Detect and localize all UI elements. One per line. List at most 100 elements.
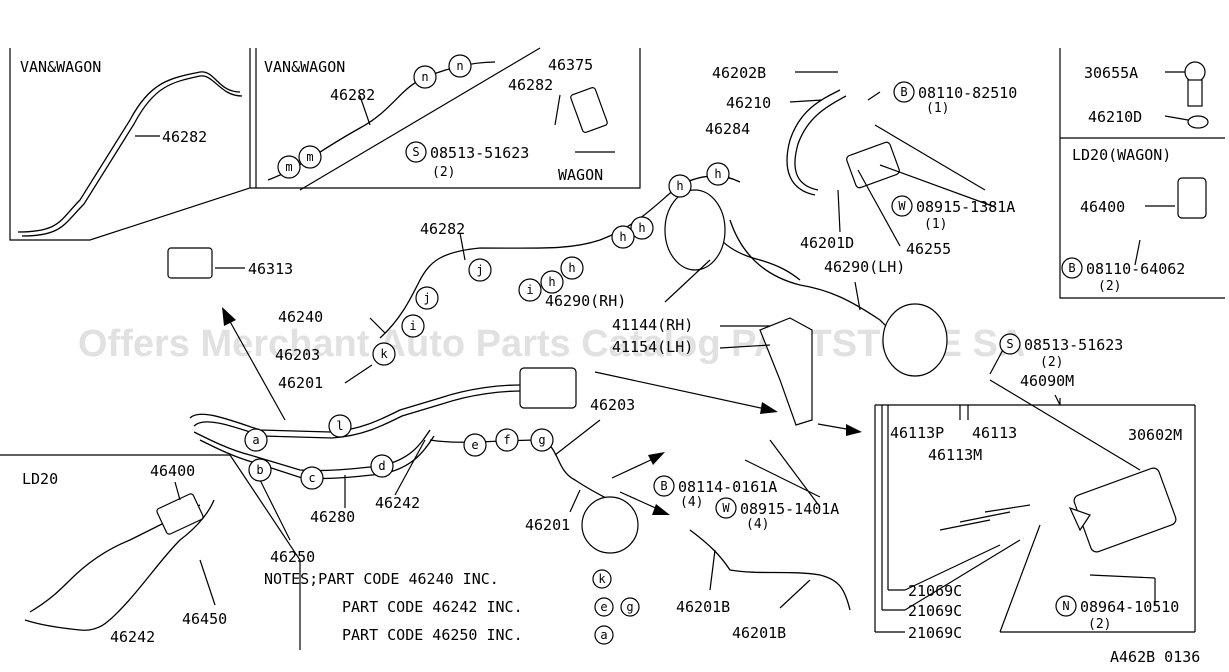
prefix-b-08114-0161a [653,475,675,497]
svg-text:B: B [1068,261,1075,275]
clip-markers: a b c d e f g h h h h h h i i j j k l m … [244,54,730,490]
prefix-w-08915-1401a [715,497,737,519]
label-46282-c: 46282 [508,76,553,94]
prefix-s-top [405,141,427,163]
label-41154-lh: 41154(LH) [612,338,693,356]
label-46280: 46280 [310,508,355,526]
prefix-b-08110-64062 [1061,257,1083,279]
prefix-n-08964-10510 [1055,595,1077,617]
label-08114-0161a: 08114-0161A [678,478,777,496]
label-08964-10510: 08964-10510 [1080,598,1179,616]
svg-text:f: f [503,433,510,447]
label-08513-top-qty: (2) [432,165,455,180]
svg-text:g: g [538,433,545,447]
svg-text:h: h [568,261,575,275]
detail-box-46090m [874,398,1196,633]
note-line-2-code-a: e [600,600,607,614]
label-46201b-b: 46201B [732,624,786,642]
svg-text:i: i [526,283,533,297]
label-08114-0161a-qty: (4) [680,495,703,510]
clip-k [372,342,396,366]
svg-text:n: n [421,70,428,84]
svg-text:B: B [900,85,907,99]
label-46090m: 46090M [1020,372,1074,390]
clip-c [300,466,324,490]
clip-h-1 [668,174,692,198]
arrows [222,307,862,515]
label-46113: 46113 [972,424,1017,442]
clip-m-2 [298,145,322,169]
svg-text:b: b [256,463,263,477]
clip-d [370,454,394,478]
label-08915-1401a-qty: (4) [746,517,769,532]
label-46201d: 46201D [800,234,854,252]
label-46250: 46250 [270,548,315,566]
notes: NOTES;PART CODE 46240 INC. k PART CODE 4… [264,569,640,645]
svg-text:h: h [548,275,555,289]
label-46203-b: 46203 [590,396,635,414]
right-panels [1059,48,1225,299]
note-line-3: PART CODE 46250 INC. [342,626,523,644]
parts-shapes [156,61,1209,554]
prefix-s-mid [999,333,1021,355]
note-line-1-code: k [598,572,606,586]
label-46282-b: 46282 [330,86,375,104]
part-labels: 46282 46282 46375 46282 S 08513-51623 (2… [110,56,1185,646]
clip-l [328,414,352,438]
label-46313: 46313 [248,260,293,278]
svg-text:d: d [378,459,385,473]
label-08110-64062-qty: (2) [1098,279,1121,294]
svg-text:N: N [1062,599,1069,613]
svg-text:l: l [336,419,343,433]
clip-i-1 [518,278,542,302]
label-46201-b: 46201 [525,516,570,534]
clip-g [530,428,554,452]
figure-code: A462B 0136 [1110,648,1200,666]
svg-text:W: W [722,501,730,515]
svg-text:h: h [714,167,721,181]
watermark: Offers Merchant Auto Parts Catalog PARTS… [78,323,1025,365]
label-46284: 46284 [705,120,750,138]
prefix-w-08915-1381a [891,195,913,217]
label-46242-b: 46242 [110,628,155,646]
label-46400-a: 46400 [150,462,195,480]
section-wagon: WAGON [558,166,603,184]
label-08513-mid-qty: (2) [1040,355,1063,370]
label-21069c-b: 21069C [908,602,962,620]
svg-text:k: k [380,347,388,361]
svg-text:n: n [456,59,463,73]
clip-h-4 [611,225,635,249]
clip-j-1 [468,258,492,282]
clip-h-6 [540,270,564,294]
label-46290-rh: 46290(RH) [545,292,626,310]
clip-f [495,428,519,452]
clip-j-2 [415,286,439,310]
label-46210: 46210 [726,94,771,112]
label-46375: 46375 [548,56,593,74]
label-46282-a: 46282 [162,128,207,146]
svg-text:m: m [306,150,313,164]
svg-text:m: m [285,160,292,174]
note-line-3-code: a [600,628,607,642]
svg-text:S: S [412,145,419,159]
label-46203-a: 46203 [275,346,320,364]
ld20-panel [0,454,301,650]
svg-text:j: j [476,263,483,277]
label-46282-d: 46282 [420,220,465,238]
note-line-1: NOTES;PART CODE 46240 INC. [264,570,499,588]
clip-n-1 [413,65,437,89]
label-08110-82510-qty: (1) [926,101,949,116]
label-46201b-a: 46201B [676,598,730,616]
label-21069c-a: 21069C [908,582,962,600]
svg-text:i: i [409,319,416,333]
label-46240: 46240 [278,308,323,326]
note-line-2: PART CODE 46242 INC. [342,598,523,616]
section-ld20-wagon: LD20(WAGON) [1072,146,1171,164]
label-30655a: 30655A [1084,64,1138,82]
prefix-b-08110-82510 [893,81,915,103]
label-46290-lh: 46290(LH) [824,258,905,276]
label-08915-1381a-qty: (1) [924,217,947,232]
van-wagon-panel-1 [9,48,641,241]
